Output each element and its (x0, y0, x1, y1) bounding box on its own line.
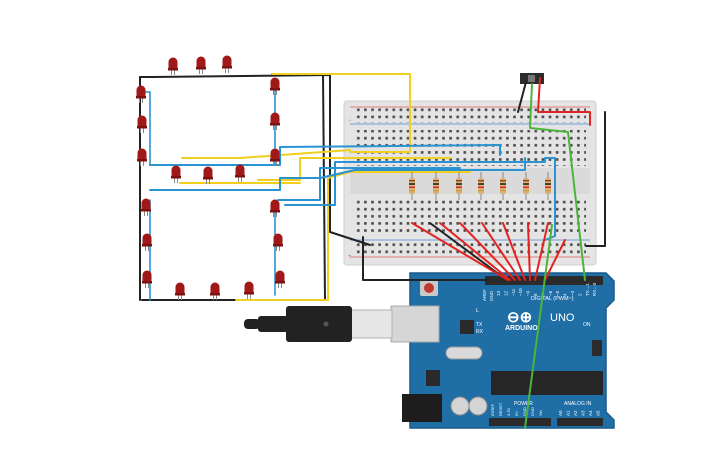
digital-pin-label: ~11 (511, 288, 516, 296)
atmega-chip (491, 371, 603, 395)
resistor-icon[interactable] (478, 172, 484, 200)
led-icon[interactable] (270, 112, 280, 131)
analog-pin-label: A5 (596, 410, 601, 416)
arduino-model-label: UNO (550, 312, 575, 324)
analog-pin-label: A1 (566, 410, 571, 416)
aref-label: AREF (482, 289, 487, 301)
led-icon[interactable] (273, 233, 283, 252)
tx-led-label: TX (476, 322, 483, 328)
analog-pin-label: A2 (573, 410, 578, 416)
led-icon[interactable] (137, 148, 147, 167)
arduino-logo-icon: ⊖⊕ (507, 309, 532, 326)
power-pin-label: GND (530, 407, 535, 416)
digital-pin-label: 13 (496, 290, 501, 296)
resistor-icon[interactable] (545, 172, 551, 200)
power-pin-label: IOREF (490, 403, 495, 416)
led-icon[interactable] (244, 281, 254, 300)
digital-pin-label: ~10 (518, 288, 523, 296)
led-icon[interactable] (222, 55, 232, 74)
resistor-row[interactable] (409, 172, 551, 200)
resistor-icon[interactable] (500, 172, 506, 200)
svg-text:+: + (348, 254, 352, 260)
led-icon[interactable] (203, 166, 213, 185)
analog-pin-label: A0 (558, 410, 563, 416)
resistor-icon[interactable] (433, 172, 439, 200)
digital-pin-label: ~5 (555, 290, 560, 296)
power-header[interactable] (489, 418, 551, 426)
power-label: POWER (514, 401, 533, 407)
led-segment-display[interactable] (136, 55, 285, 301)
arduino-brand-label: ARDUINO (505, 325, 538, 332)
digital-label: DIGITAL (PWM~) (531, 296, 574, 302)
digital-pin-label: ~9 (526, 290, 531, 296)
breadboard[interactable]: − + (343, 100, 597, 266)
led-icon[interactable] (136, 85, 146, 103)
slide-switch-icon[interactable] (520, 73, 544, 84)
rx-led-label: RX (476, 329, 484, 335)
dc-power-jack[interactable] (402, 394, 442, 422)
analog-pin-label: A3 (581, 410, 586, 416)
wires[interactable] (139, 73, 606, 429)
usb-port[interactable] (390, 305, 440, 343)
analog-header[interactable] (557, 418, 603, 426)
resistor-icon[interactable] (523, 172, 529, 200)
power-pin-label: Vin (538, 410, 543, 416)
usb-cable-icon[interactable] (244, 306, 393, 342)
led-icon[interactable] (235, 164, 245, 183)
led-icon[interactable] (168, 57, 178, 76)
led-icon[interactable] (196, 56, 206, 75)
power-pin-label: 5V (514, 411, 519, 416)
svg-text:−: − (348, 118, 352, 124)
led-icon[interactable] (275, 270, 285, 289)
led-icon[interactable] (171, 165, 181, 184)
top-terminal-strip[interactable] (356, 130, 586, 166)
power-pin-label: RESET (498, 402, 503, 416)
top-power-rail[interactable] (356, 108, 586, 123)
analog-pin-label: A4 (588, 410, 593, 416)
led-icon[interactable] (142, 270, 152, 289)
digital-pin-label: 12 (503, 290, 508, 296)
analog-label: ANALOG IN (564, 401, 592, 407)
resistor-icon[interactable] (456, 172, 462, 200)
led-icon[interactable] (142, 233, 152, 252)
led-icon[interactable] (270, 77, 280, 95)
power-pin-label: 3.3V (506, 407, 511, 416)
led-icon[interactable] (210, 282, 220, 301)
digital-pin-label: 2 (577, 293, 582, 296)
led-icon[interactable] (141, 198, 151, 217)
led-icon[interactable] (270, 199, 280, 218)
arduino-uno-board[interactable]: ⊖⊕ ARDUINO UNO DIGITAL (PWM~) POWER ANAL… (390, 272, 615, 429)
digital-pin-label: RX←0 (592, 282, 597, 296)
digital-pin-label: 4 (563, 293, 568, 296)
digital-pin-label: 8 (533, 293, 538, 296)
power-pin-label: GND (522, 407, 527, 416)
led-icon[interactable] (270, 148, 280, 167)
digital-pin-label: ~3 (570, 290, 575, 296)
gnd-label: GND (489, 290, 494, 301)
led-icon[interactable] (175, 282, 185, 301)
led-icon[interactable] (137, 115, 147, 134)
on-led-label: ON (583, 322, 591, 328)
digital-pin-label: ~6 (548, 290, 553, 296)
l-led-label: L (476, 308, 479, 314)
resistor-icon[interactable] (409, 172, 415, 200)
digital-pin-label: TX→1 (585, 283, 590, 296)
